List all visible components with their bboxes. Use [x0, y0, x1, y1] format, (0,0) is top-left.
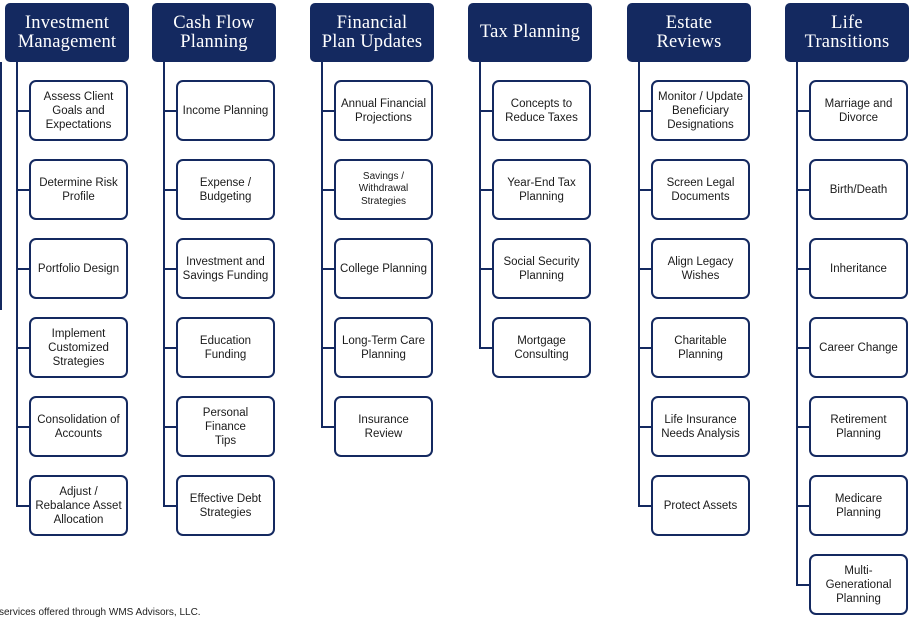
connector-line [16, 189, 29, 191]
connector-line [796, 426, 809, 428]
column-trunk-line [163, 62, 165, 507]
service-box-effective-debt-strategies: Effective Debt Strategies [176, 475, 275, 536]
column-trunk-line [796, 62, 798, 586]
service-box-concepts-to-reduce-taxes: Concepts to Reduce Taxes [492, 80, 591, 141]
service-box-social-security-planning: Social Security Planning [492, 238, 591, 299]
connector-line [638, 426, 651, 428]
connector-line [479, 110, 492, 112]
connector-line [638, 110, 651, 112]
service-box-charitable-planning: Charitable Planning [651, 317, 750, 378]
connector-line [796, 584, 809, 586]
service-box-protect-assets: Protect Assets [651, 475, 750, 536]
column-trunk-line [638, 62, 640, 507]
service-box-annual-financial-projections: Annual Financial Projections [334, 80, 433, 141]
column-header: Investment Management [5, 3, 129, 62]
service-box-career-change: Career Change [809, 317, 908, 378]
service-box-long-term-care-planning: Long-Term Care Planning [334, 317, 433, 378]
service-box-multi-generational-planning: Multi- Generational Planning [809, 554, 908, 615]
service-box-education-funding: Education Funding [176, 317, 275, 378]
connector-line [796, 189, 809, 191]
connector-line [16, 426, 29, 428]
connector-line [321, 347, 334, 349]
service-box-retirement-planning: Retirement Planning [809, 396, 908, 457]
connector-line [16, 505, 29, 507]
service-box-year-end-tax-planning: Year-End Tax Planning [492, 159, 591, 220]
service-box-portfolio-design: Portfolio Design [29, 238, 128, 299]
connector-line [479, 268, 492, 270]
connector-line [163, 426, 176, 428]
service-box-determine-risk-profile: Determine Risk Profile [29, 159, 128, 220]
connector-line [638, 505, 651, 507]
connector-line [321, 110, 334, 112]
service-box-insurance-review: Insurance Review [334, 396, 433, 457]
service-box-birth-death: Birth/Death [809, 159, 908, 220]
connector-line [16, 347, 29, 349]
service-box-investment-and-savings-funding: Investment and Savings Funding [176, 238, 275, 299]
column-trunk-line [16, 62, 18, 507]
connector-line [638, 268, 651, 270]
service-box-align-legacy-wishes: Align Legacy Wishes [651, 238, 750, 299]
connector-line [638, 189, 651, 191]
connector-line [163, 110, 176, 112]
connector-line [638, 347, 651, 349]
service-box-life-insurance-needs-analysis: Life Insurance Needs Analysis [651, 396, 750, 457]
service-box-college-planning: College Planning [334, 238, 433, 299]
connector-line [479, 189, 492, 191]
service-box-marriage-and-divorce: Marriage and Divorce [809, 80, 908, 141]
connector-line [16, 110, 29, 112]
column-header: Life Transitions [785, 3, 909, 62]
column-trunk-line [479, 62, 481, 349]
connector-line [796, 268, 809, 270]
service-box-inheritance: Inheritance [809, 238, 908, 299]
column-header: Tax Planning [468, 3, 592, 62]
connector-line [796, 347, 809, 349]
connector-line [163, 505, 176, 507]
service-box-medicare-planning: Medicare Planning [809, 475, 908, 536]
connector-line [16, 268, 29, 270]
connector-line [163, 189, 176, 191]
column-header: Estate Reviews [627, 3, 751, 62]
column-header: Financial Plan Updates [310, 3, 434, 62]
service-box-mortgage-consulting: Mortgage Consulting [492, 317, 591, 378]
connector-line [321, 426, 334, 428]
column-trunk-line [321, 62, 323, 428]
service-box-monitor-update-beneficiary-designations: Monitor / Update Beneficiary Designation… [651, 80, 750, 141]
service-box-savings-withdrawal-strategies: Savings / Withdrawal Strategies [334, 159, 433, 220]
service-box-personal-finance-tips: Personal Finance Tips [176, 396, 275, 457]
connector-line [321, 268, 334, 270]
connector-line [163, 268, 176, 270]
service-box-assess-client-goals-and-expectations: Assess Client Goals and Expectations [29, 80, 128, 141]
connector-line [163, 347, 176, 349]
connector-line [796, 505, 809, 507]
connector-line [479, 347, 492, 349]
service-box-implement-customized-strategies: Implement Customized Strategies [29, 317, 128, 378]
column-header: Cash Flow Planning [152, 3, 276, 62]
service-box-expense-budgeting: Expense / Budgeting [176, 159, 275, 220]
service-box-adjust-rebalance-asset-allocation: Adjust / Rebalance Asset Allocation [29, 475, 128, 536]
service-box-income-planning: Income Planning [176, 80, 275, 141]
connector-line [321, 189, 334, 191]
left-edge-connector [0, 62, 2, 310]
service-box-screen-legal-documents: Screen Legal Documents [651, 159, 750, 220]
service-box-consolidation-of-accounts: Consolidation of Accounts [29, 396, 128, 457]
connector-line [796, 110, 809, 112]
footer-disclaimer: services offered through WMS Advisors, L… [0, 607, 201, 618]
